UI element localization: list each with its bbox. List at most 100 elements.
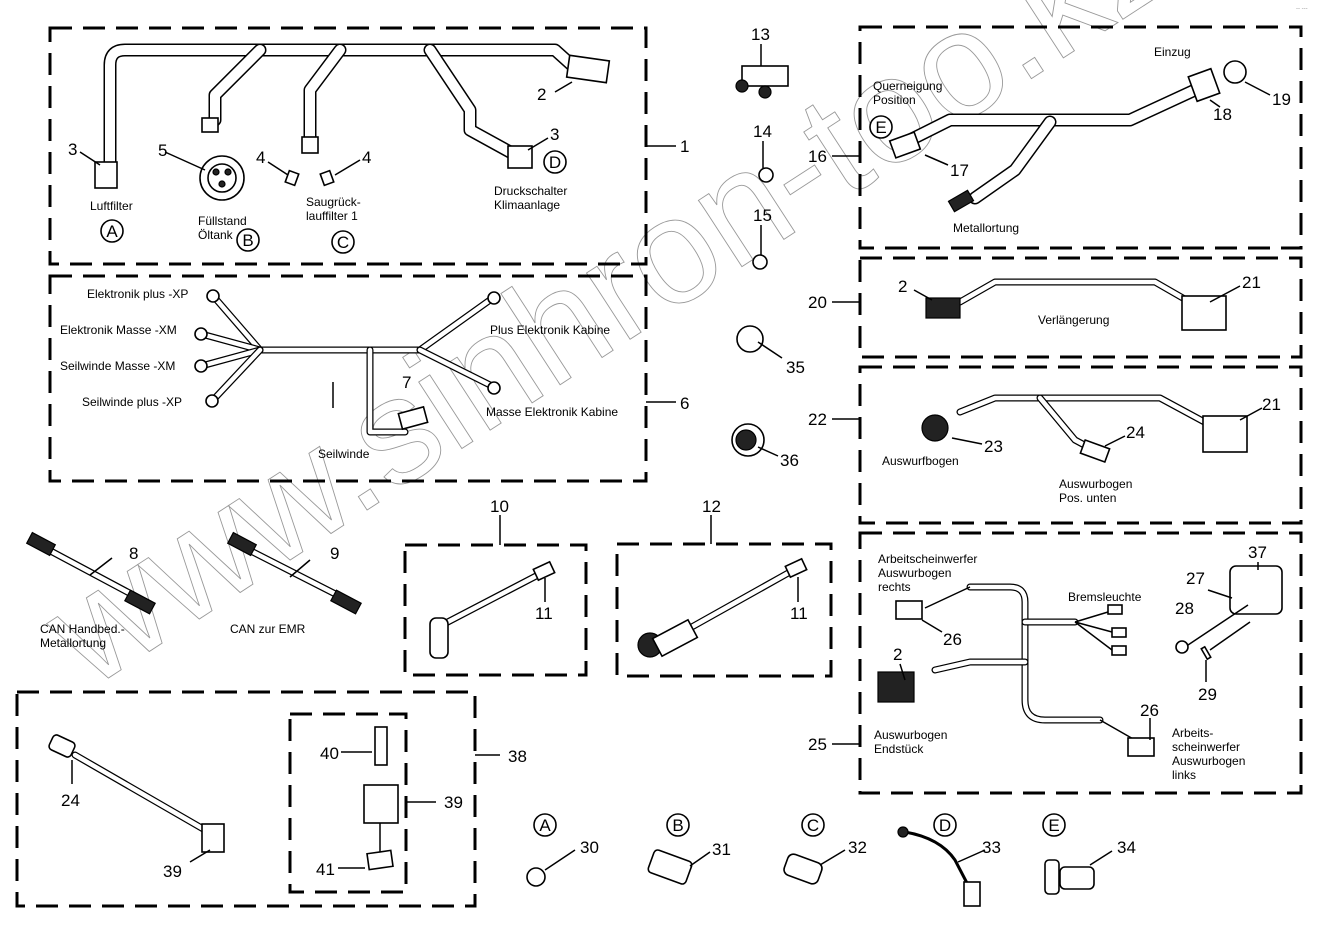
part-number-14: 14 — [753, 122, 772, 141]
label-aw-links-4: links — [1172, 768, 1196, 782]
part-number-24: 24 — [1126, 423, 1145, 442]
pin-29 — [1200, 645, 1212, 661]
part-number-21: 21 — [1242, 273, 1261, 292]
ring-terminal — [194, 359, 208, 373]
label-verlaengerung: Verlängerung — [1038, 313, 1109, 327]
connector-24 — [1079, 438, 1111, 464]
label-saugrueck: Saugrück- — [306, 195, 361, 209]
connector-21 — [1181, 295, 1227, 331]
screw-40 — [374, 726, 388, 766]
part-number-22: 22 — [808, 410, 827, 429]
label-pos-unten: Pos. unten — [1059, 491, 1116, 505]
reference-letter-a: A — [106, 222, 118, 241]
reference-circle-c — [331, 230, 355, 254]
corner-mark: -- --- — [1296, 6, 1308, 12]
part-number-7: 7 — [402, 373, 411, 392]
sensor-32 — [783, 853, 823, 885]
connector-2 — [877, 671, 915, 703]
reference-circle-b — [666, 813, 690, 837]
group-10-box — [403, 543, 588, 677]
part-number-34: 34 — [1117, 838, 1136, 857]
label-sw-masse-xm: Seilwinde Masse -XM — [60, 359, 175, 373]
label-aw-rechts-1: Arbeitscheinwerfer — [878, 552, 977, 566]
part-number-27: 27 — [1186, 569, 1205, 588]
part-number-24: 24 — [61, 791, 80, 810]
reference-circle-d — [543, 150, 567, 174]
harness-group-20: 20 2 21 Verlängerung — [808, 256, 1303, 359]
can-plug — [226, 531, 258, 557]
part-number-35: 35 — [786, 358, 805, 377]
label-can-metallortung: Metallortung — [40, 636, 106, 650]
reference-letter-c: C — [337, 233, 349, 252]
label-aw-links-2: scheinwerfer — [1172, 740, 1240, 754]
ring-terminal — [487, 291, 501, 305]
part-number-11: 11 — [790, 604, 808, 623]
label-masse-el-kabine: Masse Elektronik Kabine — [486, 405, 618, 419]
group-6-box — [48, 274, 648, 483]
part-number-3: 3 — [550, 125, 559, 144]
connector-2 — [925, 297, 961, 319]
connector-11 — [532, 560, 556, 582]
group-39-box — [288, 712, 408, 894]
sensor-31 — [647, 849, 693, 885]
label-can-handbed: CAN Handbed.- — [40, 622, 125, 636]
part-number-15: 15 — [753, 206, 772, 225]
reference-letter-d: D — [939, 816, 951, 835]
harness-group-16: 16 17 18 19 Querneigung Position E Einzu… — [808, 25, 1303, 250]
part-number-29: 29 — [1198, 685, 1217, 704]
part-number-5: 5 — [158, 141, 167, 160]
part-number-26: 26 — [943, 630, 962, 649]
connector-11 — [784, 557, 808, 579]
label-el-masse-xm: Elektronik Masse -XM — [60, 323, 177, 337]
ring-terminal — [205, 394, 219, 408]
part-number-41: 41 — [316, 860, 335, 879]
cable-group-38: 38 24 39 39 40 41 — [15, 690, 527, 908]
part-number-2: 2 — [898, 277, 907, 296]
label-aw-rechts-2: Auswurbogen — [878, 566, 951, 580]
tee-connector-13 — [741, 65, 789, 87]
part-number-12: 12 — [702, 497, 721, 516]
label-metallortung: Metallortung — [953, 221, 1019, 235]
connector-21 — [1202, 415, 1248, 453]
label-sw-plus-xp: Seilwinde plus -XP — [82, 395, 182, 409]
reference-circle-e — [869, 115, 893, 139]
part-number-16: 16 — [808, 147, 827, 166]
part-number-20: 20 — [808, 293, 827, 312]
reference-circle-e — [1042, 813, 1066, 837]
spade-terminal — [1111, 645, 1127, 656]
harness-group-6: 6 7 Elektronik plus -XP Elektronik Masse… — [48, 274, 689, 483]
round-connector-23 — [921, 414, 949, 442]
part-number-25: 25 — [808, 735, 827, 754]
label-el-plus-xp: Elektronik plus -XP — [87, 287, 188, 301]
label-druckschalter: Druckschalter — [494, 184, 567, 198]
part-number-28: 28 — [1175, 599, 1194, 618]
label-querneigung: Querneigung — [873, 79, 942, 93]
can-plug — [330, 589, 362, 615]
sensor-34 — [1044, 859, 1060, 895]
connector-17 — [888, 131, 922, 159]
part-number-23: 23 — [984, 437, 1003, 456]
label-aw-rechts-3: rechts — [878, 580, 911, 594]
part-number-8: 8 — [129, 544, 138, 563]
label-oeltank: Öltank — [198, 228, 234, 242]
harness-group-22: 22 23 24 21 Auswurfbogen Auswurbogen Pos… — [808, 365, 1303, 525]
label-endstueck-1: Auswurbogen — [874, 728, 947, 742]
label-can-emr: CAN zur EMR — [230, 622, 306, 636]
terminal-4b — [319, 169, 335, 187]
connector-3b — [507, 145, 533, 169]
label-endstueck-2: Endstück — [874, 742, 924, 756]
clamp-14 — [758, 167, 774, 183]
label-bremsleuchte: Bremsleuchte — [1068, 590, 1142, 604]
connector-24 — [48, 734, 76, 758]
label-lauffilter: lauffilter 1 — [306, 209, 358, 223]
reference-letter-e: E — [875, 118, 886, 137]
label-plus-el-kabine: Plus Elektronik Kabine — [490, 323, 610, 337]
part-number-11: 11 — [535, 604, 553, 623]
ring-terminal — [194, 327, 208, 341]
clamp-15 — [752, 254, 768, 270]
part-number-26: 26 — [1140, 701, 1159, 720]
reference-letter-e: E — [1048, 816, 1059, 835]
part-number-9: 9 — [330, 544, 339, 563]
spade-terminal — [1111, 627, 1127, 638]
